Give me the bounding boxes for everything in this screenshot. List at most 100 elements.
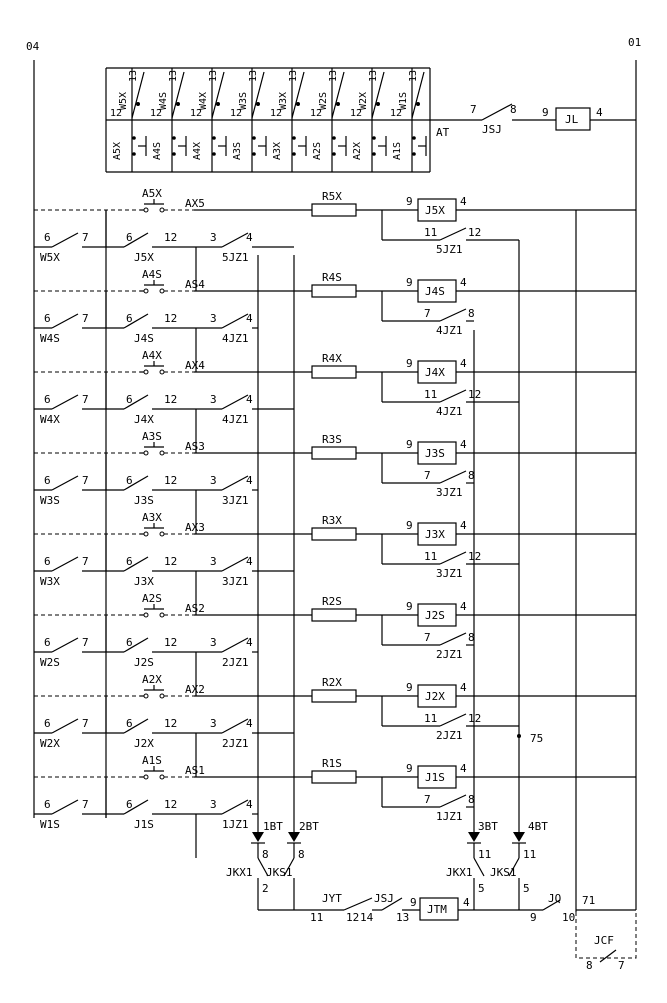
jz-contact-pin-3: 3: [210, 474, 217, 487]
w-contact-label: W3S: [40, 494, 60, 507]
hold-contact-pin-b: 12: [468, 550, 481, 563]
jcf-label: JCF: [594, 934, 614, 947]
jq-pin-10: 10: [562, 911, 575, 924]
hold-contact-pin-b: 12: [468, 226, 481, 239]
top-contact-blade: [331, 71, 345, 119]
w-contact-pin-6: 6: [44, 231, 51, 244]
w-contact-pin-6: 6: [44, 636, 51, 649]
call-ax-label: AX4: [185, 359, 205, 372]
j-contact-blade: [123, 394, 149, 410]
top-button-label: A5X: [112, 142, 123, 160]
jz-contact-label: 2JZ1: [222, 737, 249, 750]
left-rail-label: 04: [26, 40, 40, 53]
diode-1bt-icon: [252, 832, 264, 842]
top-contact-dot: [336, 102, 340, 106]
jyt-label: JYT: [322, 892, 342, 905]
bottom-section: 1BT 2BT 3BT 4BT 8 2 JKX1 8 JKS1 11 5 JKX…: [226, 210, 637, 972]
top-pin-13: 13: [288, 70, 299, 82]
jz-contact-blade: [221, 475, 249, 491]
j-contact-pin-12: 12: [164, 231, 177, 244]
top-button-dot: [292, 152, 296, 156]
relay-pin-9: 9: [406, 357, 413, 370]
top-contact-blade: [211, 71, 225, 119]
w-contact-pin-7: 7: [82, 798, 89, 811]
jkx1-right-label: JKX1: [446, 866, 473, 879]
w-contact-label: W2S: [40, 656, 60, 669]
j-contact-pin-12: 12: [164, 393, 177, 406]
diode-3bt-label: 3BT: [478, 820, 498, 833]
relay-pin-4: 4: [460, 681, 467, 694]
w-contact-pin-6: 6: [44, 393, 51, 406]
w-contact-blade: [51, 556, 79, 572]
top-contact-blade: [371, 71, 385, 119]
j-contact-pin-6: 6: [126, 393, 133, 406]
resistor: [311, 527, 357, 541]
jks1-left-pin-8: 8: [298, 848, 305, 861]
top-button-dot: [132, 136, 136, 140]
resistor-label: R1S: [322, 757, 342, 770]
jz-contact-pin-3: 3: [210, 393, 217, 406]
resistor-label: R3S: [322, 433, 342, 446]
call-button-contact: [159, 288, 165, 294]
call-button-label: A1S: [142, 754, 162, 767]
jcf-pin-8: 8: [586, 959, 593, 972]
top-pin-13: 13: [248, 70, 259, 82]
jl-pin-9: 9: [542, 106, 549, 119]
top-pin-12: 12: [390, 108, 402, 119]
jsj-bottom-pin-14: 14: [360, 911, 374, 924]
hold-contact-blade: [439, 713, 467, 727]
top-button-label: A4S: [152, 142, 163, 160]
j-contact-label: J2S: [134, 656, 154, 669]
top-button-dot: [412, 152, 416, 156]
top-contact-label: W4X: [198, 92, 209, 110]
relay-pin-4: 4: [460, 762, 467, 775]
w-contact-pin-6: 6: [44, 798, 51, 811]
w-contact-label: W3X: [40, 575, 60, 588]
at-label: AT: [436, 126, 450, 139]
jz-contact-label: 3JZ1: [222, 575, 249, 588]
jks1-right-blade: [508, 857, 520, 877]
w-contact-label: W1S: [40, 818, 60, 831]
jz-contact-blade: [221, 556, 249, 572]
top-button-dot: [212, 152, 216, 156]
top-contact-label: W4S: [158, 92, 169, 110]
relay-label: J2S: [425, 609, 445, 622]
jkx1-left-pin-2: 2: [262, 882, 269, 895]
jkx1-right-pin-5: 5: [478, 882, 485, 895]
node-75-label: 75: [530, 732, 543, 745]
j-contact-blade: [123, 637, 149, 653]
j-contact-pin-6: 6: [126, 312, 133, 325]
hold-contact-pin-a: 7: [424, 469, 431, 482]
hold-contact-pin-a: 7: [424, 307, 431, 320]
hold-contact-pin-a: 11: [424, 388, 437, 401]
hold-contact-label: 3JZ1: [436, 486, 463, 499]
jz-contact-label: 5JZ1: [222, 251, 249, 264]
j-contact-label: J2X: [134, 737, 154, 750]
j-contact-pin-6: 6: [126, 474, 133, 487]
top-pin-13: 13: [128, 70, 139, 82]
relay-pin-4: 4: [460, 438, 467, 451]
hold-contact-pin-a: 11: [424, 712, 437, 725]
right-rail-label: 01: [628, 36, 641, 49]
call-button-contact: [159, 450, 165, 456]
jcf-pin-7: 7: [618, 959, 625, 972]
call-button-contact: [159, 693, 165, 699]
jz-contact-pin-3: 3: [210, 717, 217, 730]
jz-contact-pin-4: 4: [246, 231, 253, 244]
top-button-label: A1S: [392, 142, 403, 160]
call-ax-label: AS3: [185, 440, 205, 453]
jz-contact-label: 3JZ1: [222, 494, 249, 507]
top-button-dot: [332, 152, 336, 156]
top-contact-blade: [291, 71, 305, 119]
jz-contact-pin-3: 3: [210, 636, 217, 649]
w-contact-blade: [51, 313, 79, 329]
top-button-label: A2S: [312, 142, 323, 160]
relay-pin-9: 9: [406, 681, 413, 694]
top-contact-dot: [296, 102, 300, 106]
jq-pin-9: 9: [530, 911, 537, 924]
resistor-label: R4X: [322, 352, 342, 365]
j-contact-pin-12: 12: [164, 555, 177, 568]
j-contact-pin-6: 6: [126, 231, 133, 244]
jyt-pin-12: 12: [346, 911, 359, 924]
